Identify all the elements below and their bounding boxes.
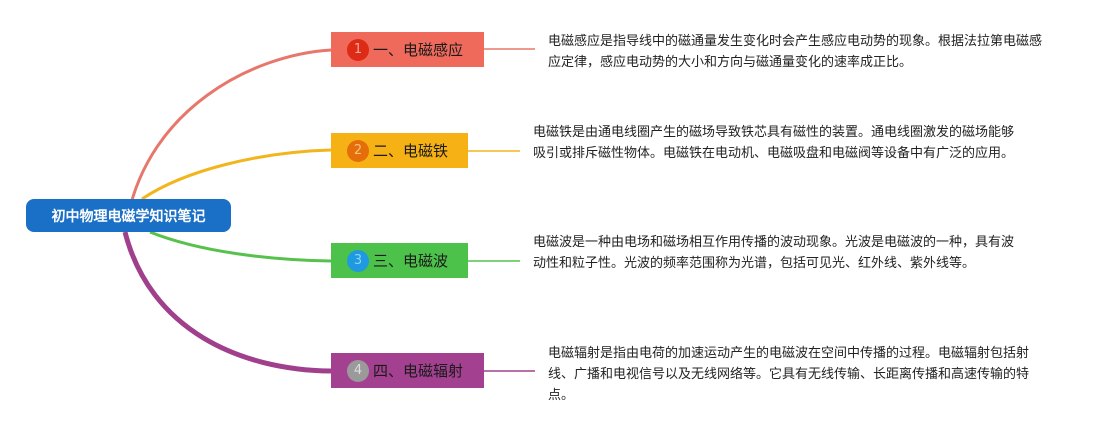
branch-label-4: 四、电磁辐射 (373, 362, 464, 380)
branch-label-3: 三、电磁波 (373, 252, 449, 270)
connector-branch-4 (122, 231, 332, 374)
number-badge-2-icon: 2 (347, 139, 369, 162)
branch-description-1: 电磁感应是指导线中的磁通量发生变化时会产生感应电动势的现象。根据法拉第电磁感应定… (548, 34, 1043, 70)
connector-branch-2 (141, 148, 332, 201)
root-topic-label: 初中物理电磁学知识笔记 (51, 208, 206, 225)
branch-topic-4[interactable]: 4 四、电磁辐射 (331, 353, 484, 388)
branch-topic-2[interactable]: 2 二、电磁铁 (331, 133, 468, 168)
branch-topic-3[interactable]: 3 三、电磁波 (331, 243, 468, 278)
number-badge-3-icon: 3 (347, 249, 369, 272)
branch-label-2: 二、电磁铁 (373, 142, 449, 160)
branch-label-1: 一、电磁感应 (373, 41, 464, 59)
branch-topic-1[interactable]: 1 一、电磁感应 (331, 32, 484, 67)
connector-branch-1 (126, 48, 332, 217)
number-badge-4-icon: 4 (347, 359, 369, 382)
root-topic[interactable]: 初中物理电磁学知识笔记 (26, 199, 231, 232)
branch-description-4: 电磁辐射是指由电荷的加速运动产生的电磁波在空间中传播的过程。电磁辐射包括射线、广… (548, 346, 1030, 403)
number-badge-1-icon: 1 (347, 38, 369, 61)
connector-branch-3 (149, 230, 332, 263)
branch-description-2: 电磁铁是由通电线圈产生的磁场导致铁芯具有磁性的装置。通电线圈激发的磁场能够吸引或… (533, 125, 1015, 161)
branch-description-3: 电磁波是一种由电场和磁场相互作用传播的波动现象。光波是电磁波的一种，具有波动性和… (533, 235, 1015, 271)
